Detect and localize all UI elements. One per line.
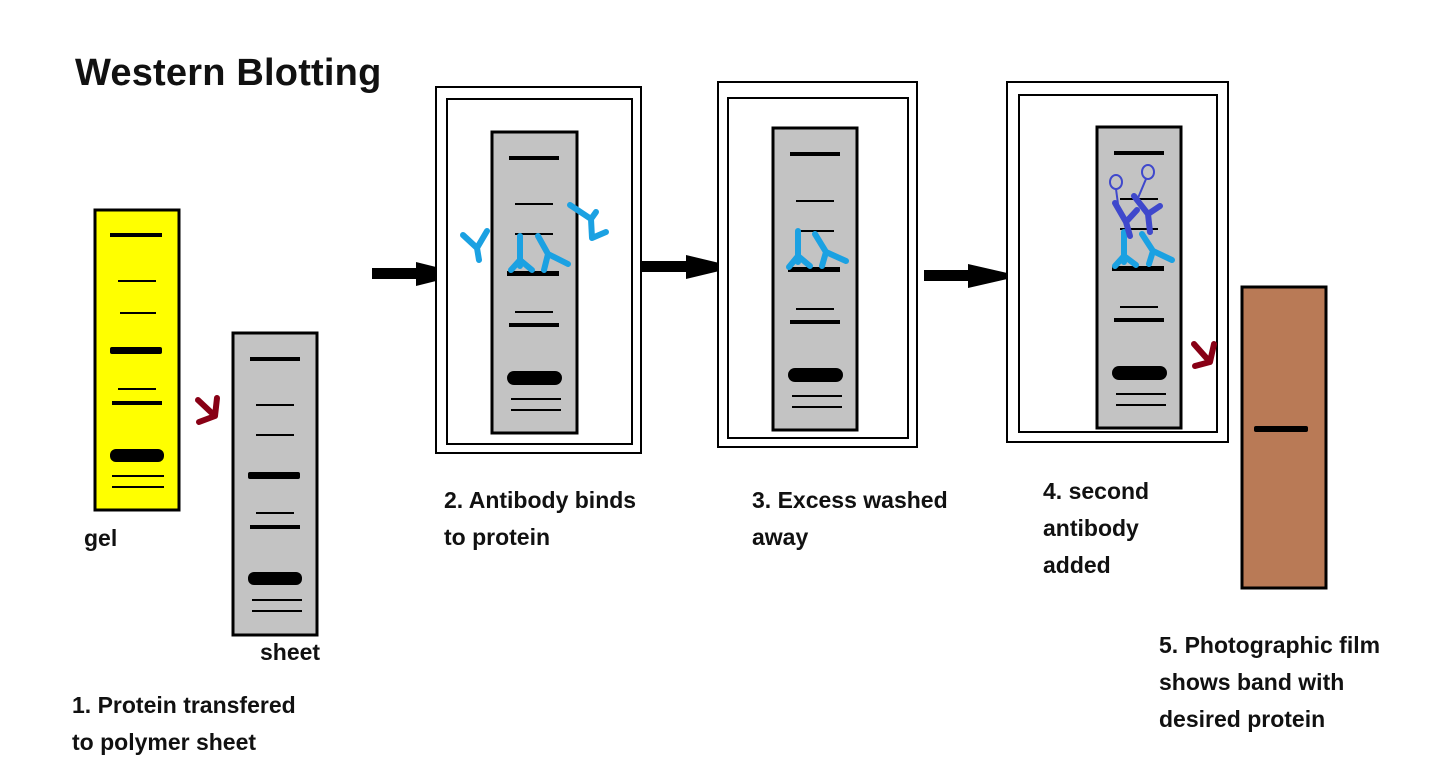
sheet-band — [250, 525, 300, 529]
sheet-band — [256, 512, 294, 514]
primary-antibody-icon — [1112, 229, 1175, 269]
gel-band — [112, 401, 162, 405]
caption-line: 1. Protein transfered — [72, 692, 296, 718]
caption-line: shows band with — [1159, 669, 1345, 695]
gel-band — [112, 486, 164, 488]
gel-band — [118, 280, 156, 282]
sheet-band — [256, 434, 294, 436]
curved-arrow-icon — [1191, 341, 1217, 369]
caption-line: to polymer sheet — [72, 729, 257, 755]
sheet-band — [250, 357, 300, 361]
caption-line: 5. Photographic film — [1159, 632, 1381, 658]
sheet-band — [248, 472, 300, 479]
gel-band — [110, 347, 162, 354]
step4-caption: 4. second antibody added — [1043, 473, 1149, 584]
step1-caption: 1. Protein transfered to polymer sheet — [72, 687, 296, 761]
arrow-right-icon — [642, 255, 736, 279]
diagram-title: Western Blotting — [75, 52, 382, 94]
gel-band — [110, 233, 162, 237]
caption-line: 3. Excess washed — [752, 487, 948, 513]
step4-panel — [1006, 81, 1229, 443]
sheet-band — [252, 610, 302, 612]
secondary-antibody-icon — [1112, 193, 1163, 239]
caption-line: antibody — [1043, 515, 1139, 541]
gel-band — [110, 449, 164, 462]
step2-caption: 2. Antibody binds to protein — [444, 482, 636, 556]
gel-band — [112, 475, 164, 477]
polymer-sheet — [231, 331, 319, 637]
sheet-band — [252, 599, 302, 601]
step3-caption: 3. Excess washed away — [752, 482, 948, 556]
caption-line: desired protein — [1159, 706, 1326, 732]
sheet-label: sheet — [260, 639, 321, 665]
caption-line: to protein — [444, 524, 551, 550]
gel-band — [118, 388, 156, 390]
step3-panel — [717, 81, 918, 448]
film-band — [1254, 426, 1308, 432]
photographic-film — [1240, 285, 1328, 590]
gel-strip — [93, 208, 181, 512]
curved-arrow-icon — [195, 395, 220, 425]
enzyme-tag-icon — [1109, 164, 1155, 205]
step2-panel — [435, 86, 642, 454]
primary-antibody-icon — [786, 228, 849, 270]
gel-label: gel — [84, 525, 118, 551]
sheet-band — [248, 572, 302, 585]
caption-line: 2. Antibody binds — [444, 487, 637, 513]
step5-caption: 5. Photographic film shows band with des… — [1159, 627, 1380, 738]
gel-band — [120, 312, 156, 314]
arrow-right-icon — [924, 264, 1020, 288]
sheet-band — [256, 404, 294, 406]
caption-line: added — [1043, 552, 1111, 578]
caption-line: 4. second — [1043, 478, 1150, 504]
caption-line: away — [752, 524, 809, 550]
primary-antibody-icon — [460, 202, 609, 273]
